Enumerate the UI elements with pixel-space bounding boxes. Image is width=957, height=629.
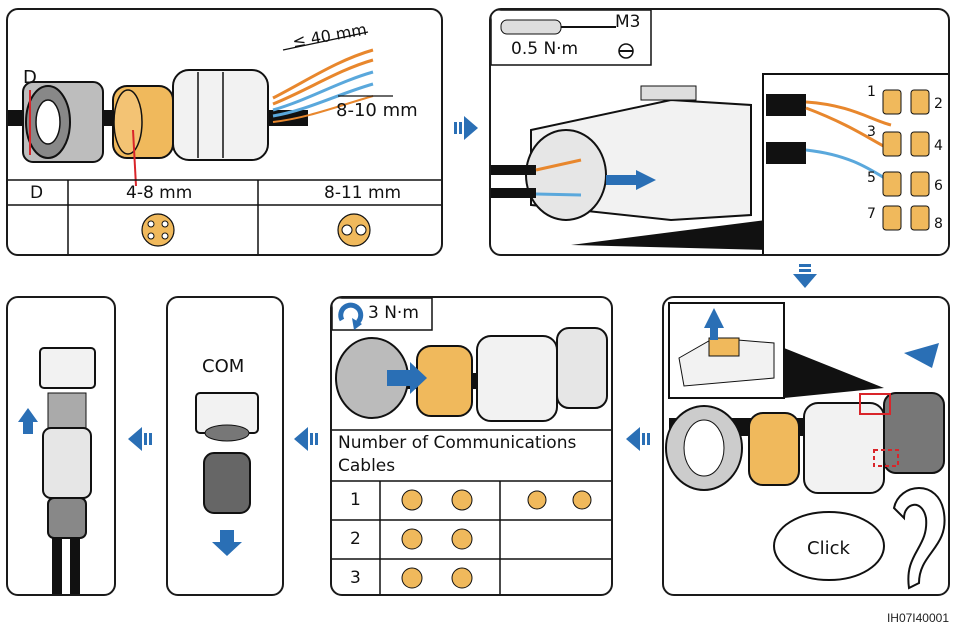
table-header-d: D [30,183,44,203]
pin-2-label: 2 [934,96,943,112]
tool-torque-label: 0.5 N·m [511,39,579,59]
step4-torque-label: 3 N·m [368,303,419,323]
row-1-label: 1 [350,490,361,510]
step5-panel: COM [166,296,284,596]
flow-arrow-left-icon [128,427,152,451]
step1-panel: D ≤ 40 mm 8-10 mm D 4-8 mm 8-11 mm [6,8,443,256]
pin-5-label: 5 [867,170,876,186]
range-small-label: 4-8 mm [126,183,193,203]
step2-illustration [491,10,948,254]
com-port-label: COM [202,356,245,377]
pin-6-label: 6 [934,178,943,194]
step6-panel [6,296,116,596]
step1-illustration [8,31,441,254]
row-3-label: 3 [350,568,361,588]
flow-arrow-right-icon [454,116,478,140]
step5-illustration [195,392,259,556]
click-label: Click [807,538,850,559]
insulation-length-label: 8-10 mm [336,100,418,121]
pin-4-label: 4 [934,138,943,154]
tool-size-label: M3 [615,12,641,32]
step6-illustration [18,347,96,594]
pin-1-label: 1 [867,84,876,100]
flow-arrow-down-icon [793,264,817,288]
step4-panel: 3 N·m Number of Communications Cables 1 … [330,296,613,596]
pin-7-label: 7 [867,206,876,222]
flow-arrow-left-icon [294,427,318,451]
step4-illustration [332,298,611,594]
d-symbol: D [23,67,37,88]
pin-3-label: 3 [867,124,876,140]
step3-illustration [665,302,946,590]
range-large-label: 8-11 mm [324,183,402,203]
pin-8-label: 8 [934,216,943,232]
row-2-label: 2 [350,529,361,549]
step3-panel: Click [662,296,950,596]
figure-id: IH07I40001 [886,611,949,625]
step2-panel: M3 0.5 N·m 1 2 3 4 5 6 7 8 [489,8,950,256]
flow-arrow-left-icon [626,427,650,451]
cable-count-title: Number of Communications Cables [338,433,577,476]
